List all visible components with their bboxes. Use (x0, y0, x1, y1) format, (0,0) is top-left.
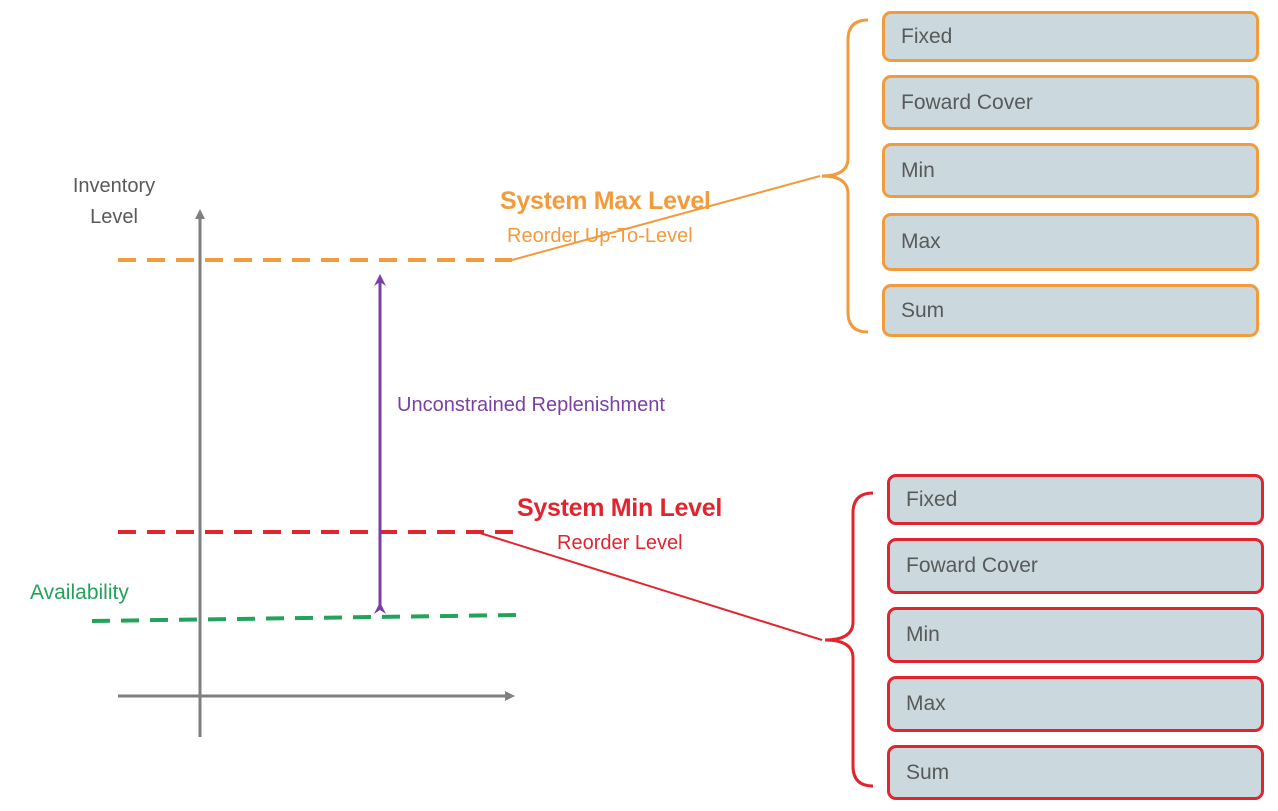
min-options-brace (824, 491, 874, 788)
max-option-max: Max (882, 213, 1259, 271)
min-option-fixed: Fixed (887, 474, 1264, 525)
max-level-title: System Max Level (500, 187, 711, 215)
max-option-fixed: Fixed (882, 11, 1259, 62)
min-level-subtitle: Reorder Level (557, 532, 683, 554)
y-axis-label-line-1: Inventory (72, 175, 156, 197)
availability-line (91, 613, 517, 623)
max-option-sum: Sum (882, 284, 1259, 337)
min-option-foward-cover: Foward Cover (887, 538, 1264, 594)
min-connector-line (479, 532, 823, 641)
min-option-max: Max (887, 676, 1264, 732)
y-axis-label-line-2: Level (90, 206, 138, 228)
replenishment-label: Unconstrained Replenishment (397, 394, 665, 416)
max-options-brace (821, 18, 869, 334)
max-level-subtitle: Reorder Up-To-Level (507, 225, 693, 247)
max-option-min: Min (882, 143, 1259, 198)
min-level-title: System Min Level (517, 494, 723, 522)
max-connector-line (511, 175, 821, 261)
availability-label: Availability (30, 581, 129, 604)
max-option-foward-cover: Foward Cover (882, 75, 1259, 130)
min-option-sum: Sum (887, 745, 1264, 800)
y-axis-label: Inventory Level (50, 171, 178, 233)
min-option-min: Min (887, 607, 1264, 663)
